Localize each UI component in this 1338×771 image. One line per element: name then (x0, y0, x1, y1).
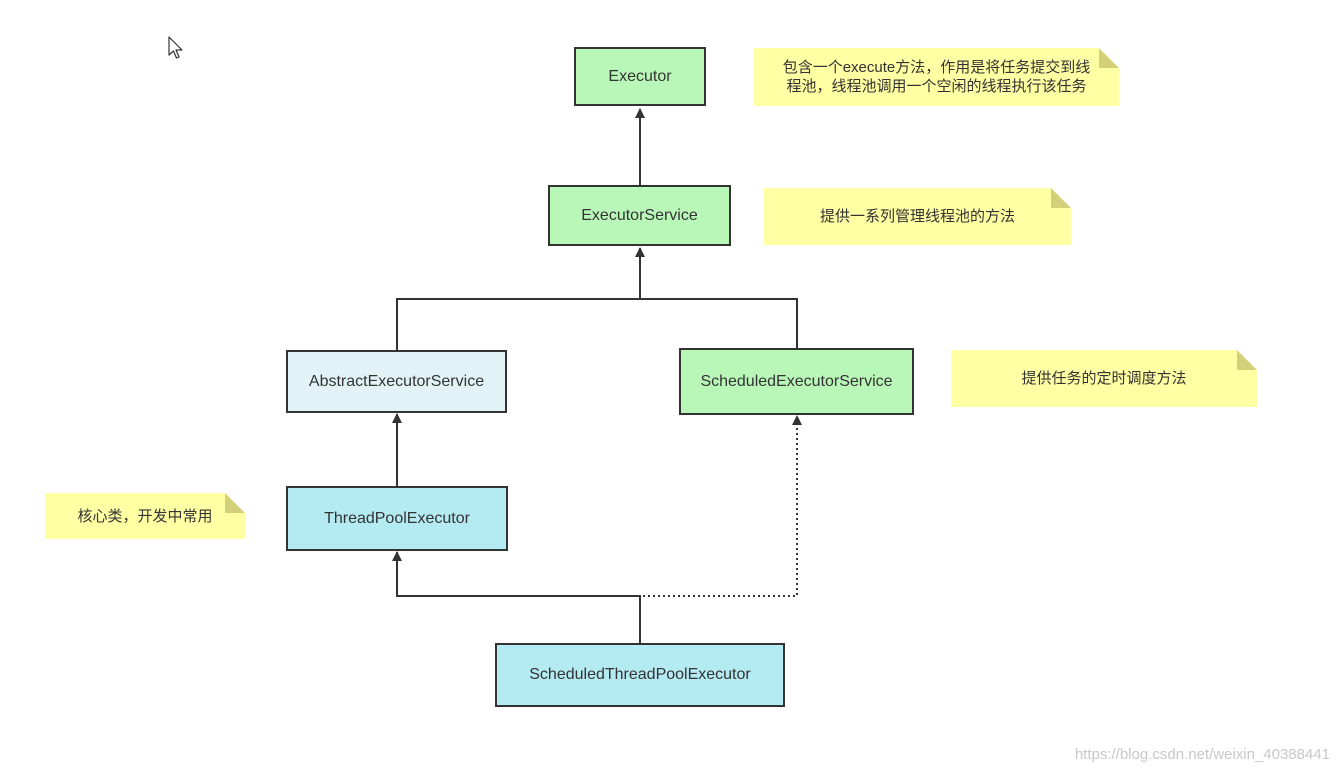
edge-scheduledthreadpoolexecutor-to-threadpoolexecutor (392, 551, 641, 643)
note-thread-pool-executor: 核心类，开发中常用 (45, 493, 245, 539)
node-scheduled-thread-pool-executor-label: ScheduledThreadPoolExecutor (529, 666, 751, 683)
node-executor-label: Executor (608, 67, 672, 85)
node-abstract-executor-service-label: AbstractExecutorService (308, 372, 485, 390)
node-thread-pool-executor[interactable]: ThreadPoolExecutor (286, 486, 508, 551)
note-scheduled-executor-service: 提供任务的定时调度方法 (951, 350, 1257, 407)
node-thread-pool-executor-label: ThreadPoolExecutor (324, 509, 470, 527)
note-thread-pool-executor-text: 核心类，开发中常用 (77, 507, 213, 525)
node-scheduled-thread-pool-executor[interactable]: ScheduledThreadPoolExecutor (495, 643, 785, 707)
note-executor-service: 提供一系列管理线程池的方法 (764, 188, 1071, 245)
node-abstract-executor-service[interactable]: AbstractExecutorService (286, 350, 507, 413)
note-executor: 包含一个execute方法，作用是将任务提交到线 程池，线程池调用一个空闲的线程… (754, 48, 1119, 106)
watermark: https://blog.csdn.net/weixin_40388441 (1074, 746, 1330, 763)
node-executor-service[interactable]: ExecutorService (548, 185, 731, 246)
edge-scheduledthreadpoolexecutor-to-scheduledexecutorservice (639, 415, 802, 643)
node-executor[interactable]: Executor (574, 47, 706, 106)
note-executor-service-text: 提供一系列管理线程池的方法 (819, 208, 1015, 225)
node-scheduled-executor-service[interactable]: ScheduledExecutorService (679, 348, 914, 415)
note-scheduled-executor-service-text: 提供任务的定时调度方法 (1021, 370, 1187, 387)
edge-scheduledexecutorservice-to-executorservice (640, 298, 798, 348)
node-executor-service-label: ExecutorService (581, 206, 698, 224)
node-scheduled-executor-service-label: ScheduledExecutorService (700, 372, 893, 390)
note-executor-line2: 程池，线程池调用一个空闲的线程执行该任务 (786, 78, 1087, 95)
mouse-pointer-icon (168, 36, 183, 59)
edge-abstractexecutorservice-to-executorservice (396, 298, 640, 350)
note-executor-line1: 包含一个execute方法，作用是将任务提交到线 (782, 59, 1091, 76)
